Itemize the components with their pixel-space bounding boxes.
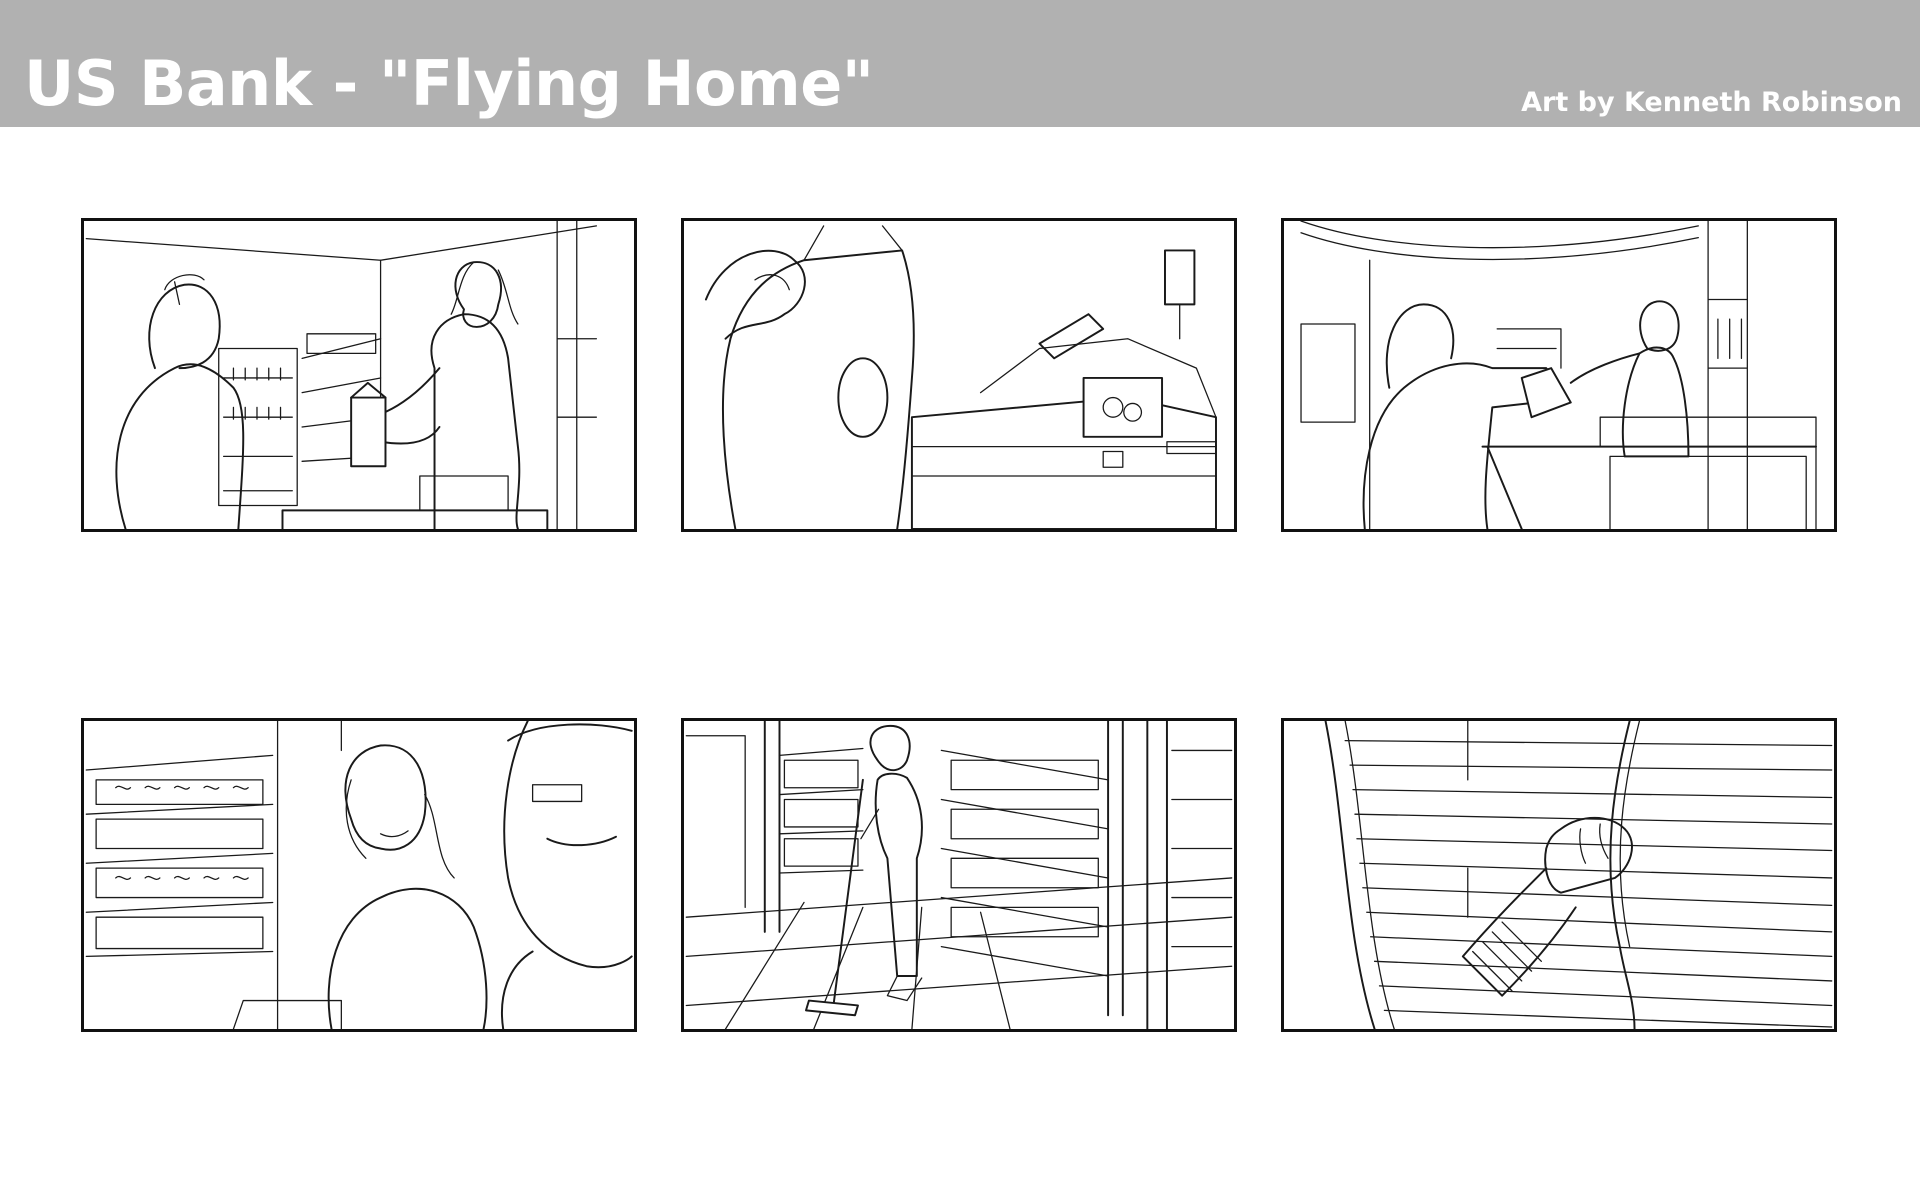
storyboard-panel-5 (681, 718, 1237, 1032)
storyboard-panel-6 (1281, 718, 1837, 1032)
panel-6-sketch (1324, 721, 1833, 1029)
page-title: US Bank - "Flying Home" (24, 47, 874, 120)
panel-5-sketch (685, 721, 1233, 1029)
storyboard-panel-3 (1281, 218, 1837, 532)
panel-3-sketch (1300, 221, 1817, 529)
storyboard-panel-1 (81, 218, 637, 532)
panel-4-sketch (85, 721, 633, 1029)
panel-2-sketch (704, 225, 1217, 529)
storyboard-panel-4 (81, 718, 637, 1032)
header-bar: US Bank - "Flying Home" Art by Kenneth R… (0, 0, 1920, 127)
panel-1-sketch (85, 221, 598, 529)
artist-credit: Art by Kenneth Robinson (1521, 87, 1902, 118)
storyboard-panel-2 (681, 218, 1237, 532)
